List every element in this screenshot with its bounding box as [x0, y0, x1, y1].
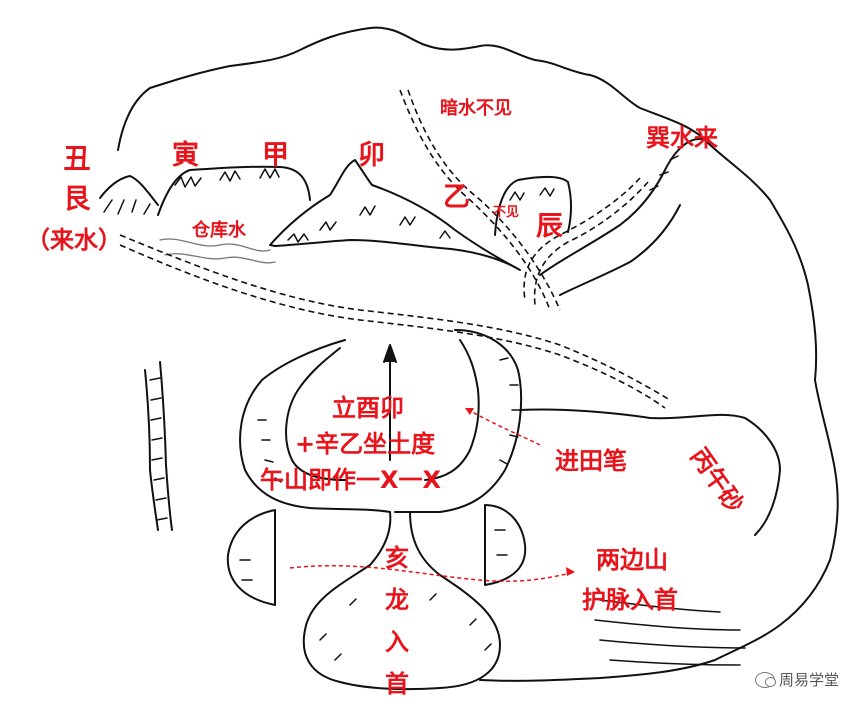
label-center-line3: 午山即作一X一X: [260, 466, 442, 494]
watermark-text: 周易学堂: [778, 671, 839, 689]
left-ridge: [144, 369, 159, 531]
label-jia: 甲: [262, 140, 289, 171]
xun-water-flow-2: [533, 181, 649, 306]
yin-jia-mountain: [157, 165, 311, 216]
dark-water-flow-2: [407, 89, 561, 311]
label-long: 龙: [385, 586, 409, 614]
chen-mountain: [494, 175, 572, 236]
label-jintian: 进田笔: [555, 447, 627, 475]
label-hai: 亥: [385, 544, 409, 572]
label-center-line1: 立酉卯: [332, 394, 404, 422]
label-chen: 辰: [536, 211, 563, 242]
right-side-hill: [484, 504, 527, 586]
wechat-icon: [754, 671, 776, 688]
jintian-pointer: [464, 407, 541, 446]
chou-gen-peak: [99, 175, 159, 206]
label-mao: 卯: [358, 140, 385, 171]
cangku-water-waves: [159, 238, 276, 264]
dark-water-flow-1: [399, 89, 551, 311]
label-shou: 首: [385, 670, 409, 698]
left-horseshoe-arm: [239, 339, 391, 513]
water-flow-main-lower: [119, 244, 666, 409]
liangbian-pointer: [289, 564, 576, 583]
right-river-bank: [539, 138, 706, 276]
label-anshui: 暗水不见: [440, 98, 512, 119]
label-liangbian1: 两边山: [596, 546, 668, 574]
label-yi: 乙: [443, 182, 470, 213]
label-bujian: 不见: [493, 205, 520, 220]
label-ru: 入: [385, 628, 409, 656]
mao-peak: [269, 159, 521, 271]
label-cangku: 仓库水: [192, 220, 246, 241]
outer-mountain-outline: [117, 26, 839, 682]
label-liangbian2: 护脉入首: [582, 586, 678, 614]
left-side-hill: [226, 509, 276, 606]
label-laishui: （来水）: [26, 226, 122, 254]
label-xun: 巽水来: [646, 124, 718, 152]
right-horseshoe-arm: [394, 329, 523, 513]
watermark: 周易学堂: [754, 669, 839, 690]
label-gen: 艮: [63, 184, 91, 215]
label-yin: 寅: [172, 140, 199, 171]
dragon-neck: [302, 511, 501, 691]
water-flow-main-upper: [119, 234, 671, 401]
label-chou: 丑: [63, 144, 91, 175]
xun-water-flow-1: [523, 177, 641, 301]
bingwu-sand: [519, 408, 781, 536]
label-center-line2: +辛乙坐土度: [295, 430, 436, 458]
